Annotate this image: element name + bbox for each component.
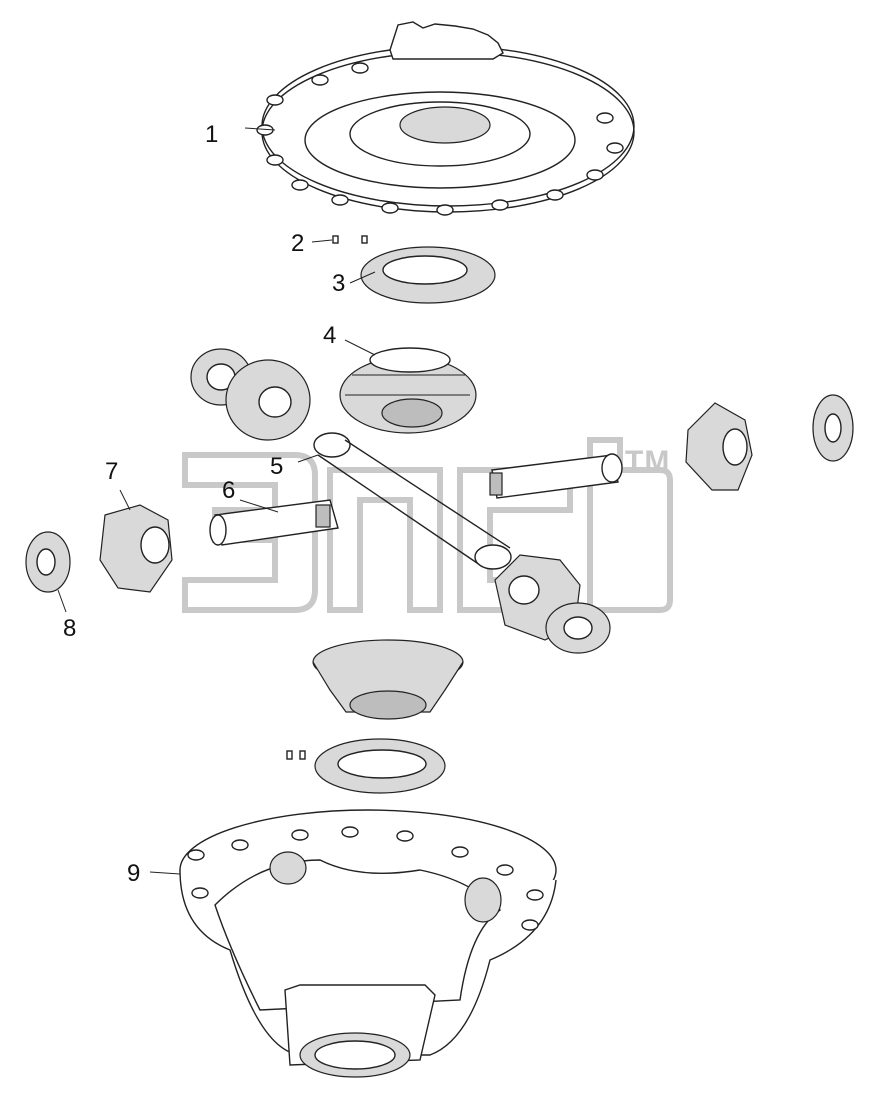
callout-9: 9 <box>127 860 141 887</box>
right-upper-pinion <box>685 402 753 491</box>
callout-3: 3 <box>332 270 346 297</box>
part-2-pins <box>286 235 368 760</box>
part-5-cross-shaft <box>297 432 512 570</box>
callout-5: 5 <box>270 453 284 480</box>
lower-side-gear <box>312 639 464 720</box>
watermark-tm: TM <box>625 445 671 478</box>
callout-2: 2 <box>291 230 305 257</box>
part-8-washer <box>25 531 71 613</box>
callout-1: 1 <box>205 121 219 148</box>
right-pin <box>489 453 623 499</box>
part-3-thrust-washer <box>349 246 496 304</box>
callout-4: 4 <box>323 322 337 349</box>
lower-thrust-washer <box>314 738 446 794</box>
callout-7: 7 <box>105 458 119 485</box>
part-7-pinion <box>99 489 173 593</box>
callout-6: 6 <box>222 477 236 504</box>
part-9-housing <box>149 809 557 1078</box>
upper-left-pinion <box>225 359 311 441</box>
part-6-short-pin <box>209 499 339 546</box>
callout-8: 8 <box>63 615 77 642</box>
part-4-side-gear <box>339 339 477 434</box>
part-1-flange <box>244 21 635 216</box>
right-washer <box>812 394 854 462</box>
lower-right-washer <box>545 602 611 654</box>
